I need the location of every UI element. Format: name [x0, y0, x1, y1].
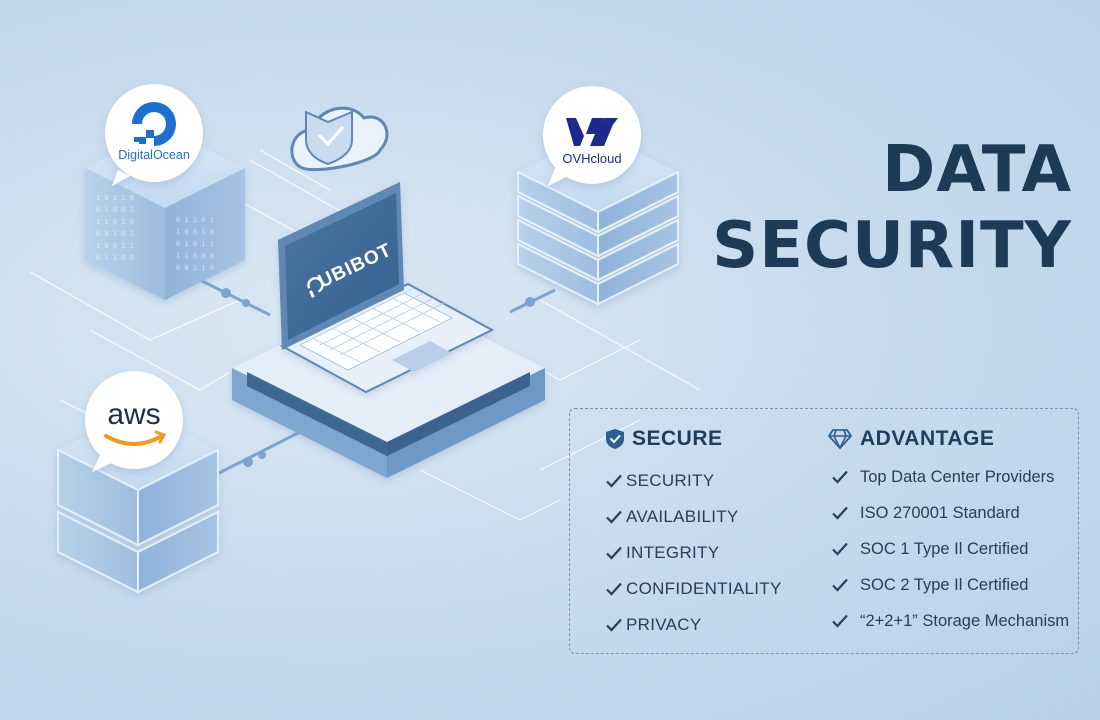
digitalocean-label: DigitalOcean [118, 148, 190, 162]
ovhcloud-label: OVHcloud [562, 151, 621, 166]
check-icon [606, 474, 622, 488]
advantage-item-label: Top Data Center Providers [860, 467, 1055, 486]
check-icon [832, 506, 848, 520]
secure-list: SECURITY AVAILABILITY INTEGRITY CONFIDEN… [606, 463, 782, 643]
heading-line-2: SECURITY [712, 209, 1072, 283]
secure-column: SECURE SECURITY AVAILABILITY INTEGRITY C… [606, 425, 782, 643]
list-item: SOC 1 Type Il Certified [828, 531, 1069, 567]
digitalocean-badge [105, 84, 203, 186]
cloud-shield-icon [290, 106, 389, 172]
list-item: PRIVACY [606, 607, 782, 643]
svg-text:0 1 0 0 1: 0 1 0 0 1 [96, 206, 134, 214]
check-icon [606, 546, 622, 560]
advantage-column: ADVANTAGE Top Data Center Providers ISO … [828, 425, 1069, 639]
advantage-item-label: SOC 1 Type Il Certified [860, 539, 1029, 558]
list-item: Top Data Center Providers [828, 459, 1069, 495]
secure-item-label: INTEGRITY [626, 543, 720, 562]
svg-text:1 1 0 1 0: 1 1 0 1 0 [96, 218, 134, 226]
aws-badge [85, 371, 183, 472]
features-panel: SECURE SECURITY AVAILABILITY INTEGRITY C… [569, 408, 1079, 654]
check-icon [832, 614, 848, 628]
secure-item-label: SECURITY [626, 471, 715, 490]
aws-logo-icon [104, 434, 164, 446]
advantage-item-label: ISO 270001 Standard [860, 503, 1020, 522]
list-item: ISO 270001 Standard [828, 495, 1069, 531]
list-item: AVAILABILITY [606, 499, 782, 535]
advantage-title: ADVANTAGE [860, 427, 995, 450]
advantage-item-label: SOC 2 Type Il Certified [860, 575, 1029, 594]
svg-text:0 1 0 1 1: 0 1 0 1 1 [176, 240, 214, 248]
secure-item-label: AVAILABILITY [626, 507, 739, 526]
svg-text:0 0 1 0 1: 0 0 1 0 1 [96, 230, 134, 238]
secure-item-label: CONFIDENTIALITY [626, 579, 782, 598]
svg-text:1 0 1 1 0: 1 0 1 1 0 [96, 194, 134, 202]
advantage-heading: ADVANTAGE [828, 425, 1069, 453]
svg-text:0 1 1 0 1: 0 1 1 0 1 [176, 216, 214, 224]
check-icon [832, 578, 848, 592]
secure-heading: SECURE [606, 425, 782, 453]
page-heading: DATA SECURITY [652, 132, 1072, 284]
laptop [278, 182, 495, 394]
connector-dots [199, 278, 556, 477]
list-item: CONFIDENTIALITY [606, 571, 782, 607]
check-icon [832, 542, 848, 556]
ubibot-logo-icon [307, 277, 324, 298]
check-icon [606, 618, 622, 632]
check-icon [606, 510, 622, 524]
shield-check-icon [606, 429, 624, 449]
list-item: SOC 2 Type Il Certified [828, 567, 1069, 603]
check-icon [832, 470, 848, 484]
ovhcloud-logo-icon [566, 118, 618, 146]
diamond-icon [828, 429, 852, 449]
advantage-item-label: “2+2+1” Storage Mechanism [860, 611, 1070, 630]
heading-line-1: DATA [882, 133, 1072, 207]
svg-text:1 0 0 1 0: 1 0 0 1 0 [176, 228, 214, 236]
secure-title: SECURE [632, 427, 723, 450]
list-item: INTEGRITY [606, 535, 782, 571]
aws-label: aws [107, 398, 160, 431]
list-item: SECURITY [606, 463, 782, 499]
digitalocean-logo-icon [132, 102, 176, 146]
list-item: “2+2+1” Storage Mechanism [828, 603, 1069, 639]
svg-text:0 0 1 1 0: 0 0 1 1 0 [176, 264, 214, 272]
svg-text:1 0 0 1 1: 1 0 0 1 1 [96, 242, 134, 250]
check-icon [606, 582, 622, 596]
svg-text:1 1 0 0 0: 1 1 0 0 0 [176, 252, 214, 260]
svg-text:0 1 1 0 0: 0 1 1 0 0 [96, 254, 134, 262]
advantage-list: Top Data Center Providers ISO 270001 Sta… [828, 459, 1069, 639]
secure-item-label: PRIVACY [626, 615, 702, 634]
ovhcloud-badge [543, 86, 641, 186]
